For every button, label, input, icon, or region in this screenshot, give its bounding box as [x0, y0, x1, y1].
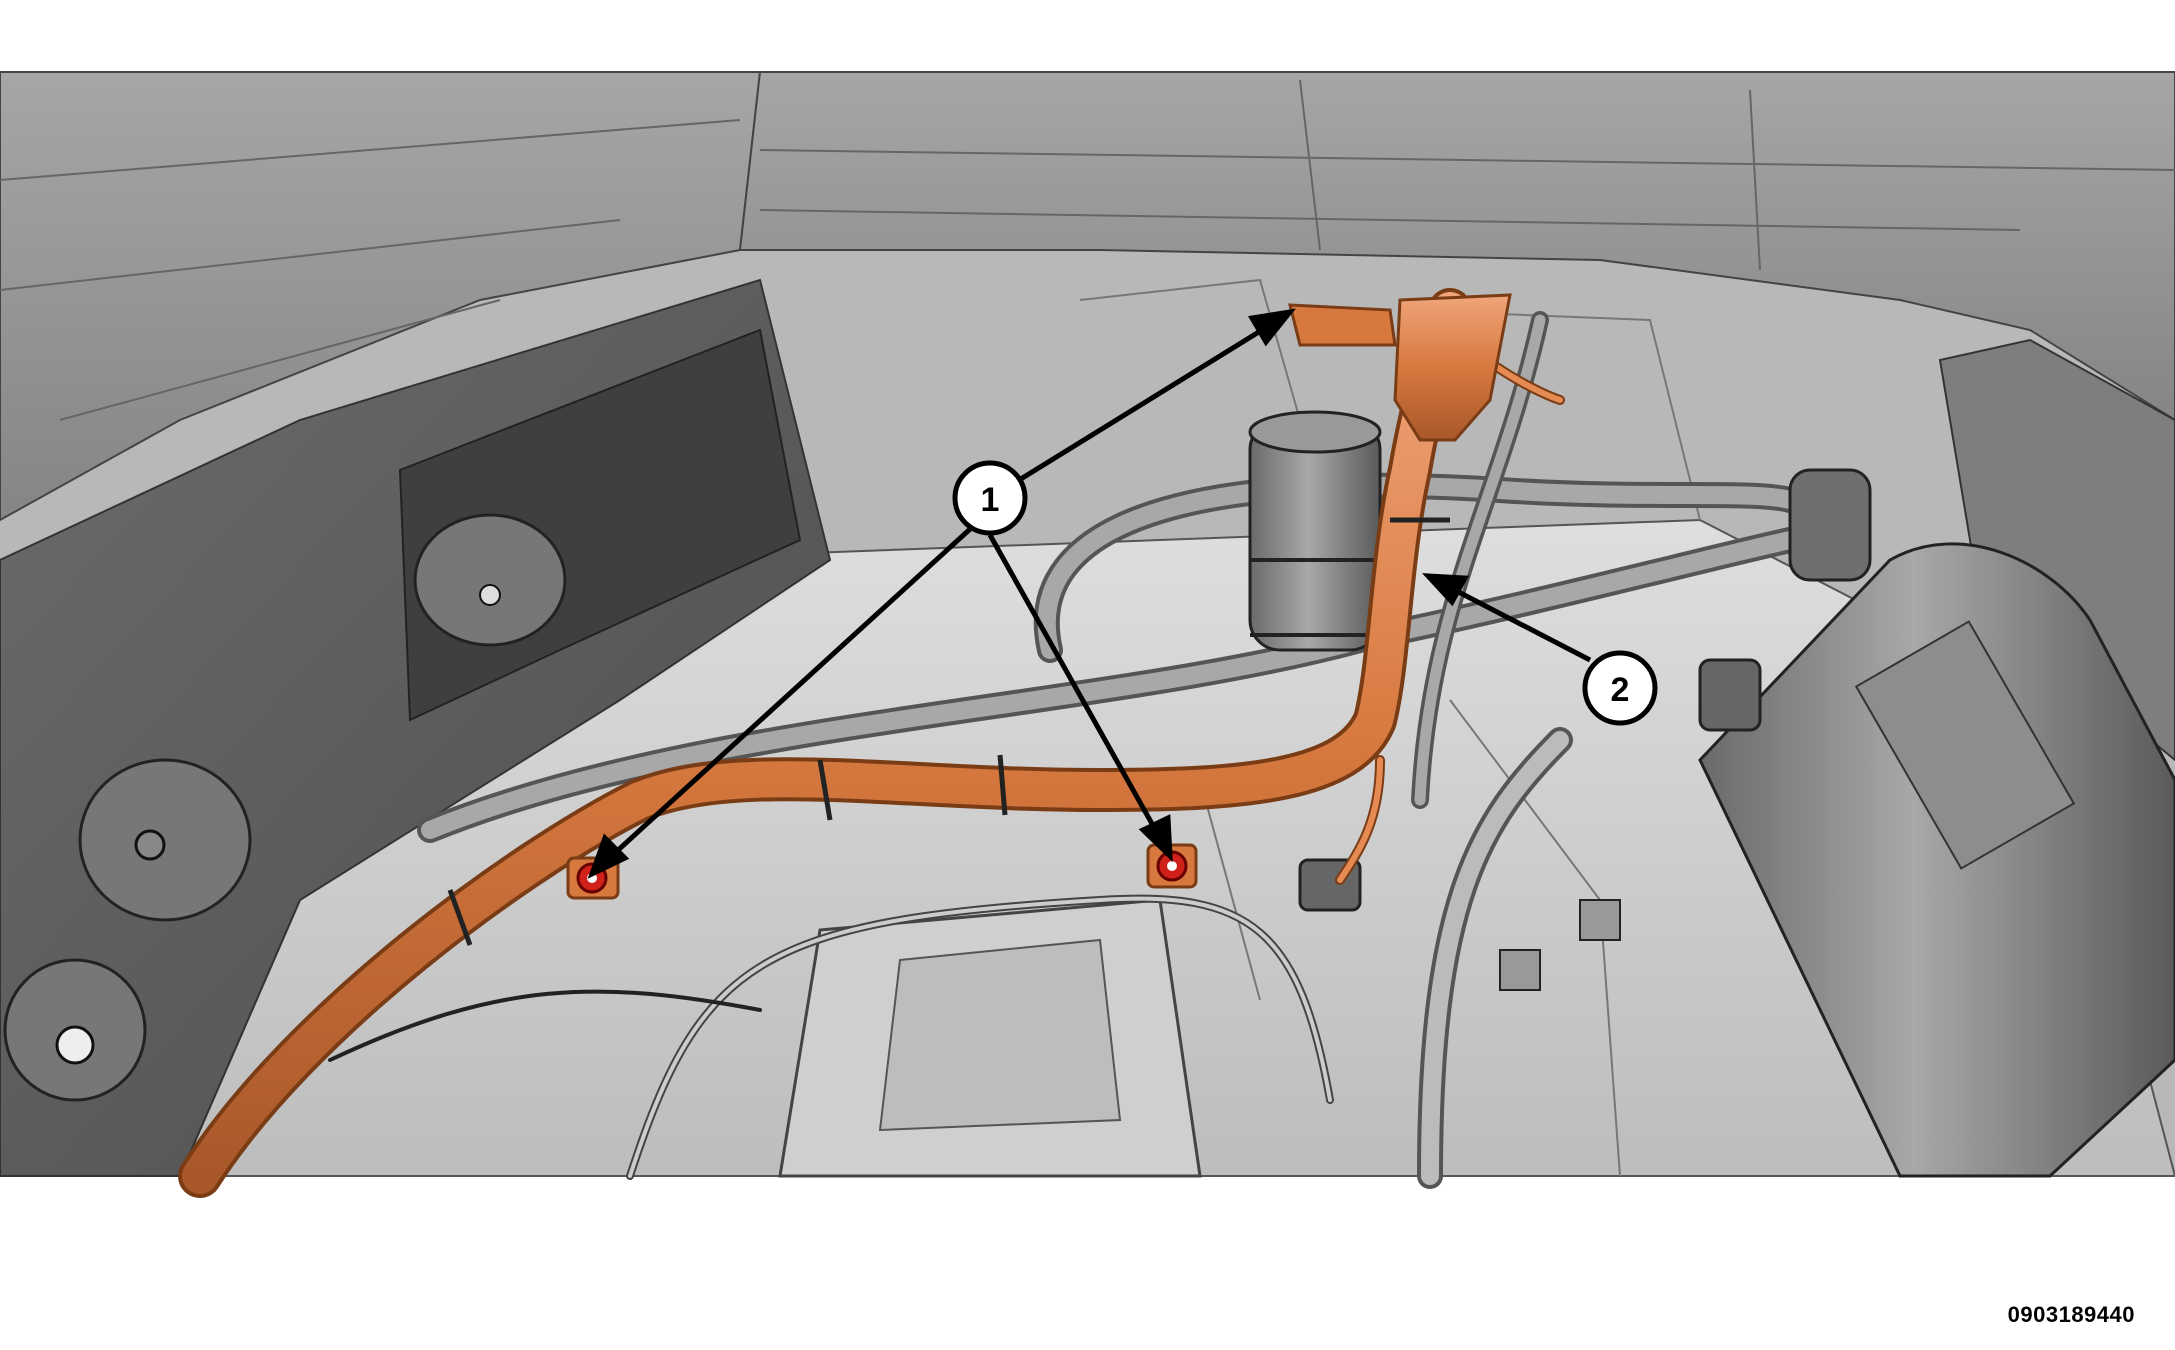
ground-stud-icon — [1288, 303, 1397, 347]
callout-bubble-icon — [952, 460, 1028, 536]
callout-bubble-1: 1 — [952, 460, 1028, 536]
right-fender — [1938, 338, 2175, 762]
figure-code: 0903189440 — [2007, 1302, 2135, 1327]
gray-wire-harness — [417, 311, 1803, 1189]
zip-ties — [447, 517, 1450, 946]
fender-plugs — [3, 513, 567, 1102]
right-filter-canister — [1698, 542, 2175, 1178]
leader-lines — [587, 308, 1592, 879]
fluid-lines — [328, 894, 1334, 1180]
cowl-panel — [738, 71, 2175, 422]
illustration-area: 1 2 — [0, 71, 2175, 1198]
callout-label-1: 1 — [981, 481, 1000, 519]
callout-bubble-icon — [1582, 650, 1658, 726]
center-canister — [1248, 410, 1382, 652]
callout-bubble-2: 2 — [1582, 650, 1658, 726]
callout-label-2: 2 — [1611, 671, 1630, 709]
orange-harness-funnel — [1393, 293, 1512, 442]
ground-stud-icon — [1146, 843, 1198, 889]
